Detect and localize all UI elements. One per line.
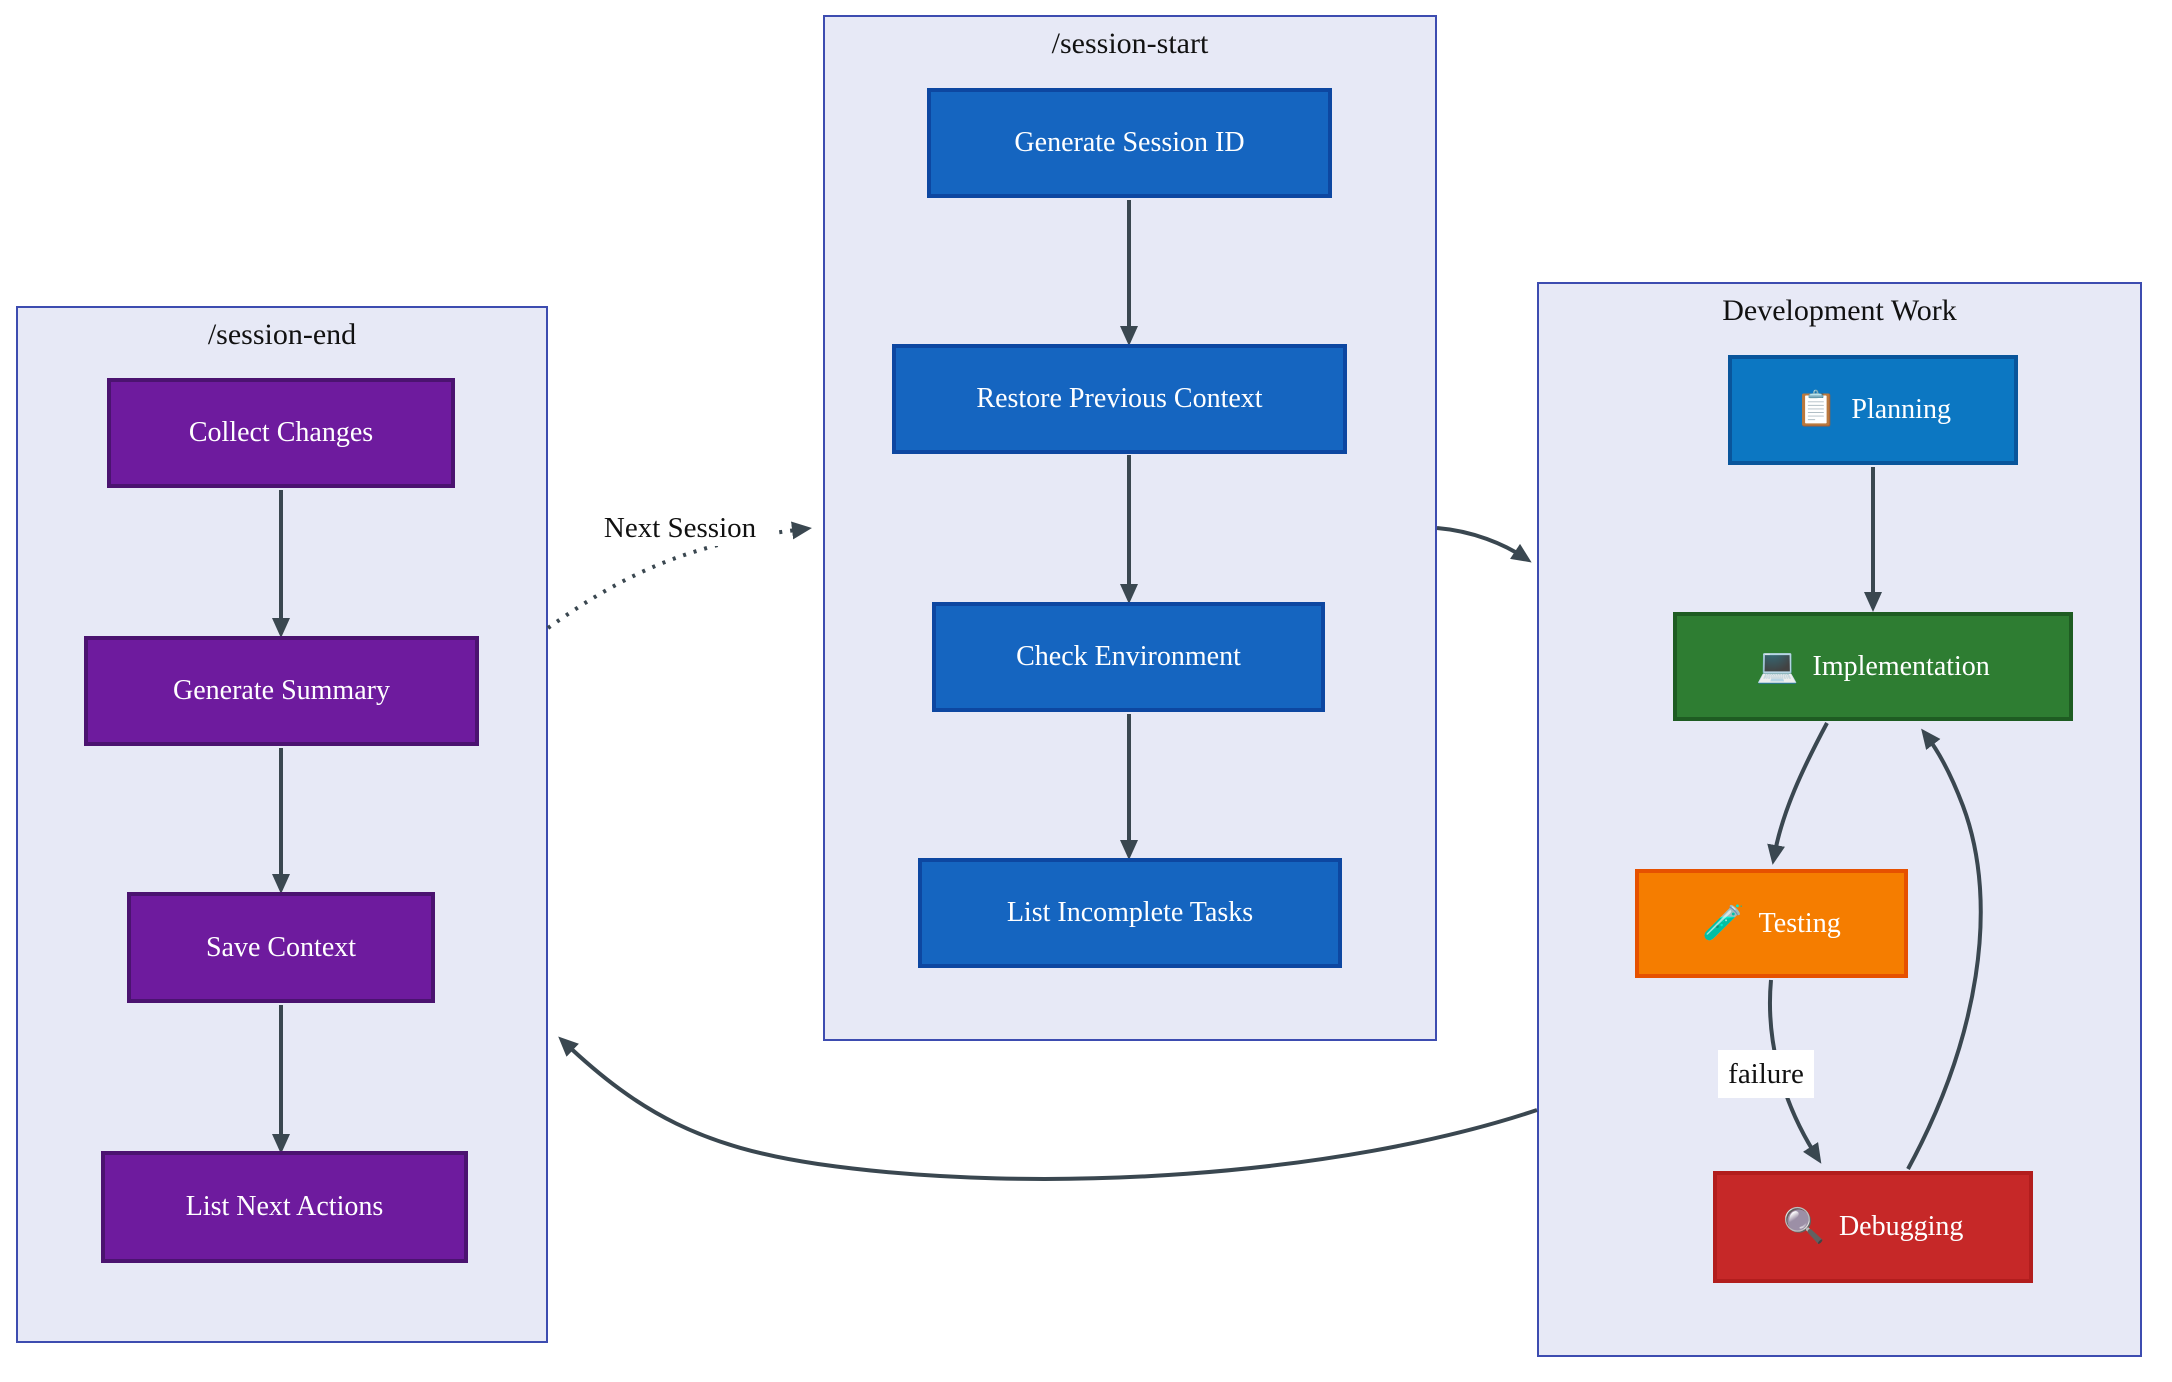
- node-label: Generate Summary: [173, 675, 390, 706]
- node-label: Generate Session ID: [1014, 127, 1245, 158]
- node-generate-summary: Generate Summary: [84, 636, 479, 746]
- node-testing: 🧪 Testing: [1635, 869, 1908, 978]
- edge-debugging-to-implementation: [1906, 728, 1983, 1170]
- subgraph-session-end-title: /session-end: [207, 318, 357, 351]
- node-label: Implementation: [1812, 650, 1990, 682]
- edge-session-start-to-development: [1436, 526, 1532, 563]
- node-restore-previous-context: Restore Previous Context: [892, 344, 1347, 454]
- node-label: List Incomplete Tasks: [1006, 897, 1254, 928]
- node-label: List Next Actions: [185, 1191, 384, 1222]
- node-generate-session-id: Generate Session ID: [927, 88, 1332, 198]
- node-list-incomplete-tasks: List Incomplete Tasks: [918, 858, 1342, 968]
- node-label: Planning: [1851, 394, 1951, 425]
- edge-implementation-to-testing: [1767, 722, 1829, 865]
- node-label: Testing: [1758, 907, 1841, 939]
- node-debugging: 🔍 Debugging: [1713, 1171, 2033, 1283]
- edge-label-next-session: Next Session: [585, 510, 775, 546]
- node-label: Restore Previous Context: [976, 383, 1263, 414]
- node-label: Save Context: [205, 931, 357, 963]
- node-list-next-actions: List Next Actions: [101, 1151, 468, 1263]
- node-label: Debugging: [1838, 1211, 1964, 1242]
- subgraph-session-start-title: /session-start: [1051, 27, 1209, 60]
- node-save-context: Save Context: [127, 892, 435, 1003]
- node-planning: 📋 Planning: [1728, 355, 2018, 465]
- node-collect-changes: Collect Changes: [107, 378, 455, 488]
- node-implementation: 💻 Implementation: [1673, 612, 2073, 721]
- node-label: Check Environment: [1016, 641, 1241, 672]
- node-check-environment: Check Environment: [932, 602, 1325, 712]
- edge-development-to-session-end: [558, 1036, 1538, 1181]
- test-tube-icon: 🧪: [1702, 904, 1745, 942]
- laptop-icon: 💻: [1756, 647, 1799, 685]
- subgraph-development-work-title: Development Work: [1722, 294, 1957, 327]
- magnifying-glass-icon: 🔍: [1782, 1208, 1825, 1245]
- clipboard-icon: 📋: [1795, 391, 1838, 428]
- edge-label-failure: failure: [1718, 1050, 1814, 1098]
- node-label: Collect Changes: [188, 417, 374, 448]
